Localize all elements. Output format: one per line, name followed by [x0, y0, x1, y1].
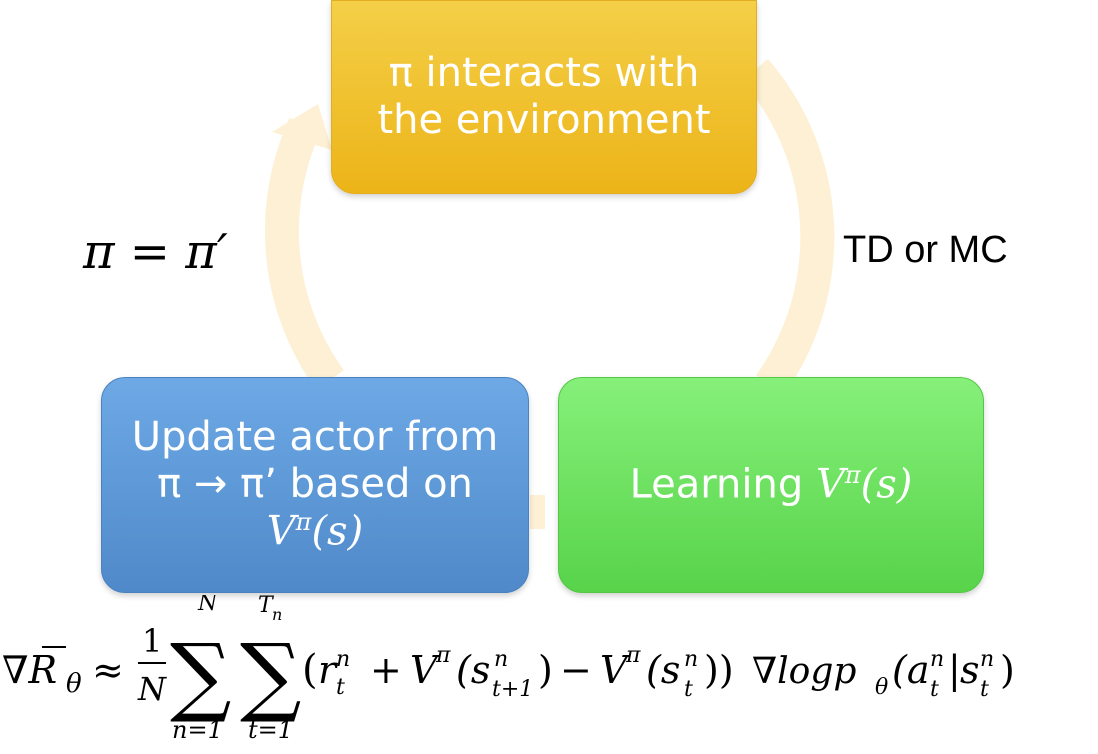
formula-close-paren: ): [1000, 648, 1015, 692]
learning-label: Learning Vπ(s): [629, 461, 913, 508]
interaction-line-2: the environment: [377, 97, 711, 143]
formula-a-sup: n: [930, 647, 944, 672]
formula-sum2-upper: T: [258, 595, 275, 618]
cycle-arrowhead: [272, 104, 332, 150]
formula-v2: V: [600, 648, 631, 692]
formula-sum1-lower: n=1: [172, 716, 223, 744]
advantage-gradient-formula: ∇R θ ≈ 1 N N ∑ n=1 T n ∑ t=1 ( r n t + V…: [2, 595, 1015, 744]
policy-update-label: π = π′: [83, 224, 228, 280]
formula-approx: ≈: [92, 648, 124, 692]
formula-sub-theta: θ: [66, 669, 82, 699]
formula-s3-sub: t: [980, 677, 989, 702]
formula-grad-r: ∇R: [2, 648, 57, 692]
formula-grad-log: ∇logp: [752, 651, 856, 692]
interaction-box: π interacts with the environment: [331, 0, 757, 194]
cycle-arc: [742, 58, 835, 395]
formula-s3: s: [960, 648, 980, 692]
formula-bar: |: [948, 648, 961, 692]
formula-sum2-upper-sub: n: [272, 605, 282, 624]
formula-n-denom: N: [137, 670, 167, 708]
formula-r: r: [318, 648, 339, 692]
update-line-2: π → π’ based on: [157, 461, 473, 508]
td-mc-label: TD or MC: [843, 229, 1008, 271]
update-line-3: Vπ(s): [266, 508, 364, 555]
formula-v2-arg: (s: [646, 648, 680, 692]
interaction-line-1: π interacts with: [388, 49, 700, 96]
formula-p-sub: θ: [875, 675, 888, 700]
formula-one: 1: [142, 622, 162, 660]
formula-s1-sup: n: [494, 647, 508, 672]
learning-box: Learning Vπ(s): [558, 377, 984, 593]
formula-s3-sup: n: [980, 647, 994, 672]
formula-plus: +: [370, 648, 402, 692]
formula-v2-close: )): [704, 648, 734, 692]
formula-r-sup: n: [336, 647, 350, 672]
formula-sum2: ∑: [240, 626, 301, 726]
update-actor-box: Update actor from π → π’ based on Vπ(s): [101, 377, 529, 593]
formula-s2-sup: n: [684, 647, 698, 672]
formula-a-sub: t: [930, 677, 939, 702]
formula-r-sub: t: [336, 675, 345, 700]
cycle-arc: [264, 117, 344, 390]
formula-sum1: ∑: [170, 626, 231, 726]
formula-sum1-upper: N: [197, 595, 218, 616]
formula-v1-close: ): [538, 648, 553, 692]
formula-sum2-lower: t=1: [248, 716, 293, 744]
formula-v1: V: [410, 648, 441, 692]
formula-open-paren: (: [302, 647, 318, 693]
formula-minus: −: [560, 648, 592, 692]
formula-s2-sub: t: [684, 677, 693, 702]
formula-v2-sup: π: [625, 643, 641, 668]
formula-s1-sub: t+1: [492, 677, 533, 702]
formula-v1-arg: (s: [456, 648, 490, 692]
update-line-1: Update actor from: [131, 414, 499, 461]
formula-a-arg: (a: [892, 648, 929, 692]
formula-v1-sup: π: [435, 643, 451, 668]
